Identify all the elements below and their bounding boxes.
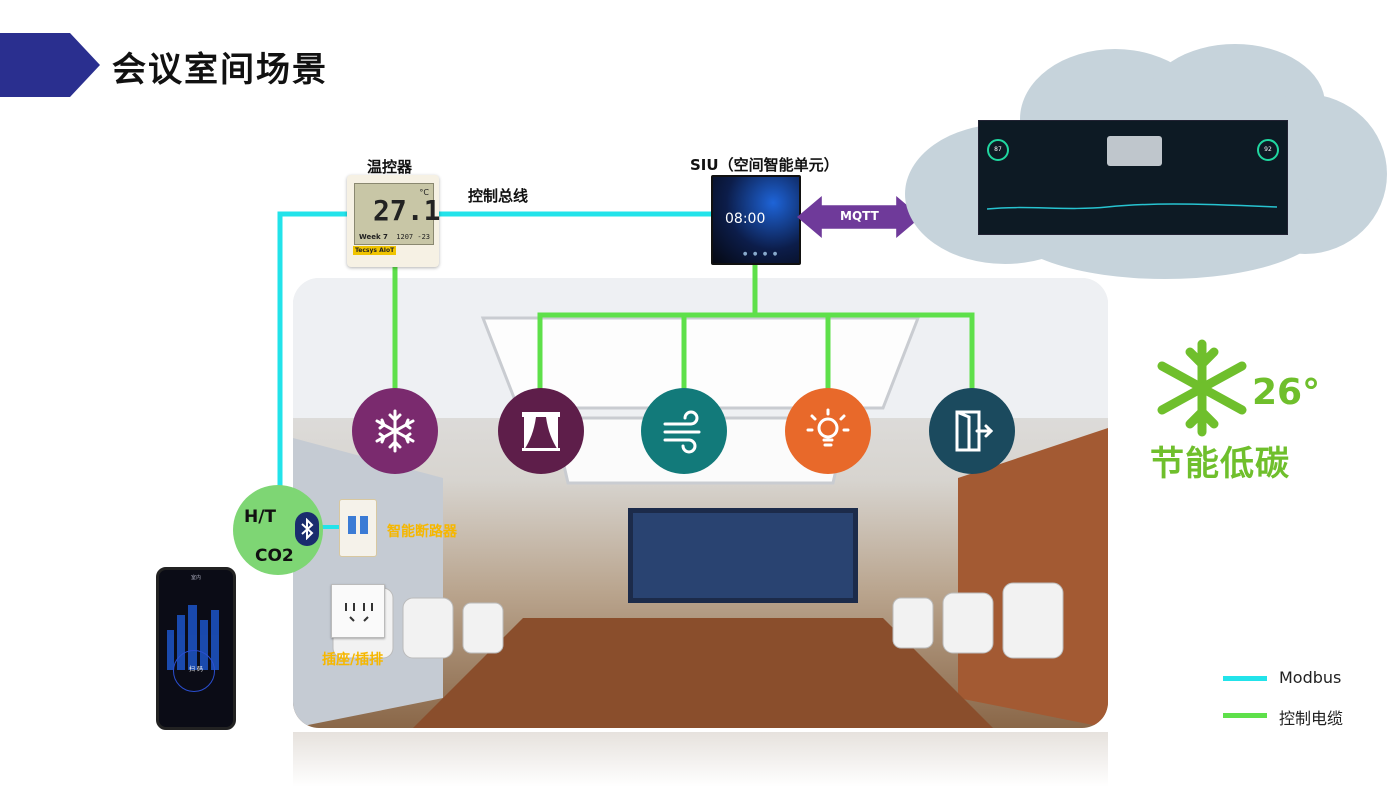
curtain-device bbox=[498, 388, 584, 474]
curtain-icon bbox=[522, 412, 560, 451]
fresh-air-device bbox=[641, 388, 727, 474]
eco-snowflake-icon bbox=[1157, 339, 1247, 437]
siu-page-dots: ● ● ● ● bbox=[743, 251, 780, 257]
thermostat-device: 27.1 °C Week 7 1207 -23 Tecsys AIoT bbox=[347, 175, 440, 267]
thermostat-label: 温控器 bbox=[367, 158, 413, 176]
thermostat-unit: °C bbox=[419, 188, 429, 197]
breaker-switch-left bbox=[348, 516, 356, 534]
lightbulb-icon bbox=[806, 408, 850, 447]
thermostat-bottom-readout: 1207 -23 bbox=[396, 233, 430, 241]
siu-time: 08:00 bbox=[725, 211, 766, 227]
lighting-device bbox=[785, 388, 871, 474]
legend-control-cable-swatch bbox=[1223, 713, 1267, 718]
legend-modbus-swatch bbox=[1223, 676, 1267, 681]
socket-label: 插座/插排 bbox=[322, 652, 384, 668]
ht-co2-sensor: H/T CO2 bbox=[233, 485, 323, 575]
bluetooth-icon bbox=[295, 512, 319, 546]
socket-device bbox=[331, 584, 385, 638]
dashboard-right-gauge: 92 bbox=[1257, 139, 1279, 161]
wind-icon bbox=[663, 410, 701, 454]
phone-center-text: 扫 码 bbox=[189, 666, 203, 673]
mqtt-label: MQTT bbox=[840, 209, 879, 223]
mobile-phone: 室内 扫 码 bbox=[156, 567, 236, 730]
eco-temperature: 26° bbox=[1252, 372, 1321, 413]
floor-reflection bbox=[293, 732, 1108, 787]
breaker-label: 智能断路器 bbox=[387, 524, 457, 540]
thermostat-week: Week 7 bbox=[359, 233, 388, 241]
door-icon bbox=[955, 410, 994, 452]
control-bus-label: 控制总线 bbox=[468, 187, 529, 205]
snowflake-icon bbox=[375, 409, 415, 453]
legend-control-cable-label: 控制电缆 bbox=[1279, 709, 1344, 728]
air-conditioning-device bbox=[352, 388, 438, 474]
eco-slogan: 节能低碳 bbox=[1150, 444, 1290, 484]
thermostat-display: 27.1 °C Week 7 1207 -23 bbox=[354, 183, 440, 245]
phone-ring bbox=[173, 650, 215, 692]
legend-modbus-label: Modbus bbox=[1279, 668, 1342, 687]
thermostat-temperature: 27.1 bbox=[373, 194, 441, 227]
phone-title: 室内 bbox=[190, 575, 201, 581]
phone-city-graphic bbox=[167, 605, 219, 670]
siu-label: SIU（空间智能单元） bbox=[690, 156, 839, 174]
cloud-dashboard: 87 92 bbox=[978, 120, 1288, 235]
thermostat-brand: Tecsys AIoT bbox=[353, 246, 397, 255]
sensor-ht-label: H/T bbox=[244, 507, 277, 527]
conference-room-photo bbox=[293, 278, 1108, 728]
sensor-co2-label: CO2 bbox=[255, 546, 294, 566]
breaker-switch-right bbox=[360, 516, 368, 534]
dashboard-line-graph bbox=[987, 203, 1277, 210]
dashboard-device-image bbox=[1107, 136, 1162, 166]
page-title: 会议室间场景 bbox=[112, 50, 328, 90]
dashboard-left-gauge: 87 bbox=[987, 139, 1009, 161]
siu-panel: 08:00 ● ● ● ● bbox=[711, 175, 801, 265]
door-access-device bbox=[929, 388, 1015, 474]
smart-breaker-device bbox=[339, 499, 377, 557]
